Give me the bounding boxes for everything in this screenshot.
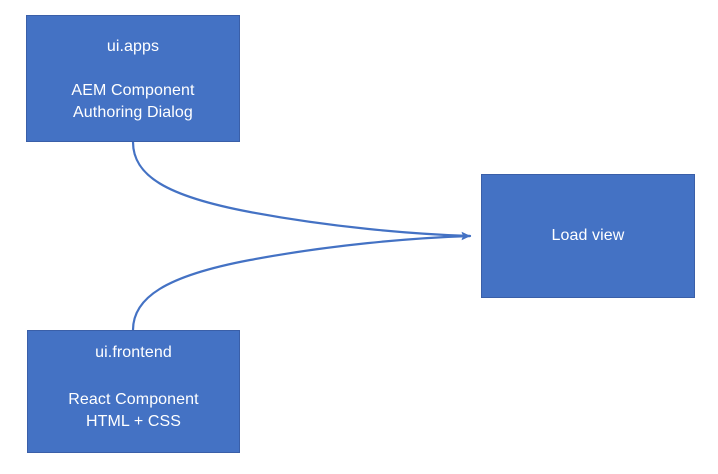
node-ui-apps-body: AEM Component Authoring Dialog xyxy=(71,80,194,124)
node-ui-apps-title: ui.apps xyxy=(106,38,160,55)
connector-ui-apps-to-load-view xyxy=(131,140,472,240)
node-ui-apps-body-line-2: Authoring Dialog xyxy=(73,104,193,121)
node-ui-apps-body-line-1: AEM Component xyxy=(71,82,195,99)
node-ui-frontend-body-line-2: HTML + CSS xyxy=(85,413,182,430)
connector-ui-frontend-to-load-view xyxy=(131,232,472,332)
node-load-view-title: Load view xyxy=(551,227,625,244)
node-load-view[interactable]: Load view xyxy=(481,174,695,298)
node-ui-frontend-body-line-1: React Component xyxy=(68,391,199,408)
node-ui-frontend-body: React Component HTML + CSS xyxy=(68,389,198,433)
node-ui-apps[interactable]: ui.apps AEM Component Authoring Dialog xyxy=(26,15,240,142)
node-ui-frontend[interactable]: ui.frontend React Component HTML + CSS xyxy=(27,330,240,453)
node-ui-frontend-title: ui.frontend xyxy=(95,344,172,361)
